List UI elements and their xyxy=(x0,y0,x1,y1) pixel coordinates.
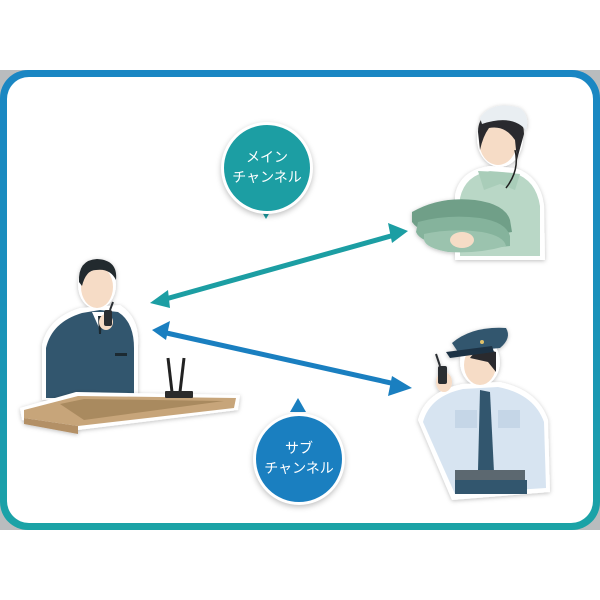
main-channel-arrow xyxy=(150,223,408,308)
main-channel-label: メイン チャンネル xyxy=(221,122,313,214)
security-guard-figure xyxy=(418,327,550,500)
main-channel-label-line1: メイン xyxy=(246,150,288,166)
sub-channel-label-line1: サブ xyxy=(285,441,313,457)
sub-channel-bubble-tail xyxy=(290,398,306,412)
dispatcher-figure xyxy=(42,259,139,400)
sub-channel-arrow xyxy=(152,321,412,396)
arrowhead-left-icon xyxy=(150,290,170,308)
housekeeper-figure xyxy=(412,105,545,260)
desk xyxy=(20,392,240,434)
sub-channel-label-line2: チャンネル xyxy=(264,461,334,477)
arrowhead-right-icon xyxy=(388,223,408,243)
main-channel-label-line2: チャンネル xyxy=(232,170,302,186)
arrowhead-right-icon xyxy=(388,376,412,396)
radio-base-station-icon xyxy=(165,357,193,398)
arrowhead-left-icon xyxy=(152,321,170,340)
sub-channel-label: サブ チャンネル xyxy=(253,413,345,505)
